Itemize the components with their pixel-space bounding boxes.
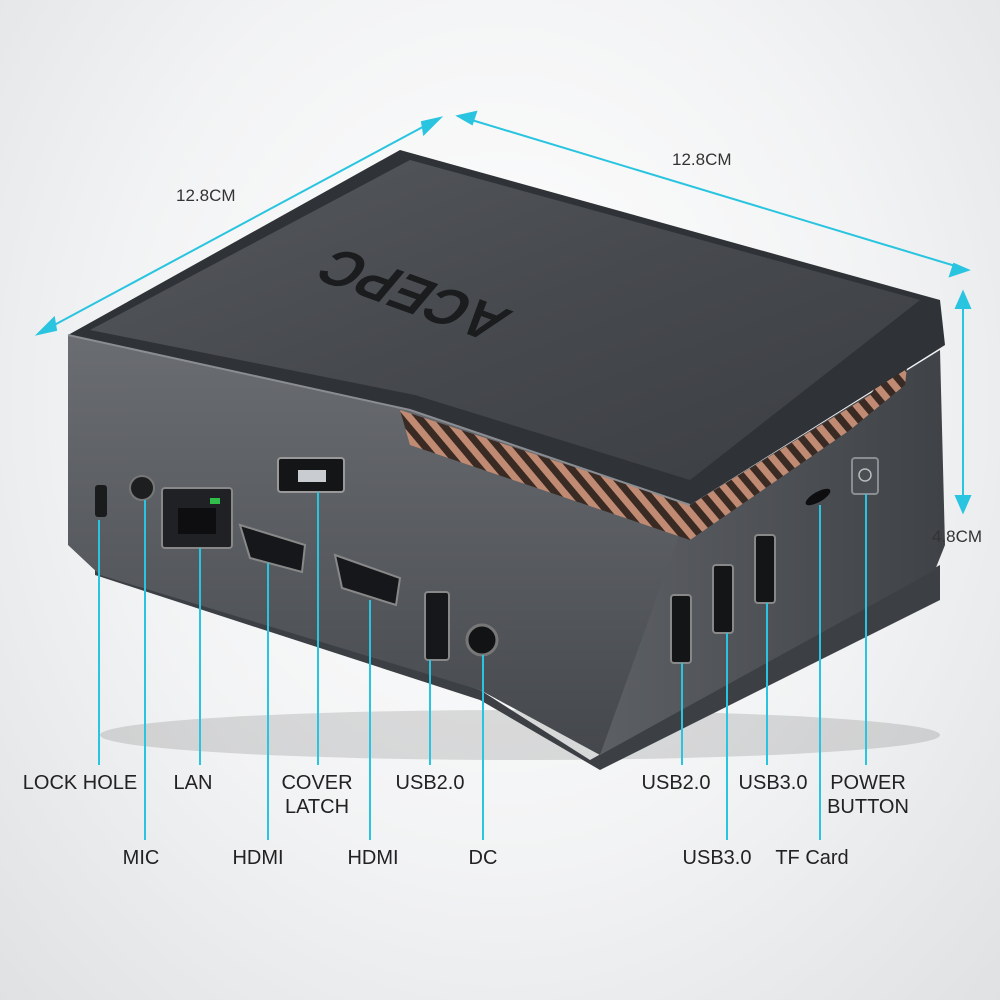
width-dimension-label: 12.8CM (176, 186, 236, 205)
height-dimension-label: 4.8CM (932, 527, 983, 546)
label-lock-hole: LOCK HOLE (22, 772, 138, 794)
lan-led (210, 498, 220, 504)
case-front-face (68, 335, 690, 755)
label-usb30-side-a: USB3.0 (682, 847, 752, 869)
hdmi-2-port (238, 523, 307, 574)
lan-port-socket (178, 508, 216, 534)
heatsink-side (690, 340, 910, 540)
case-edge-highlight (67, 334, 691, 506)
label-usb30-side-b: USB3.0 (738, 772, 808, 794)
dc-jack (465, 623, 499, 657)
lock-hole-port (95, 485, 107, 517)
label-power-button-line1: POWER (830, 772, 906, 794)
label-cover-latch-line2: LATCH (284, 796, 350, 818)
label-dc: DC (468, 847, 498, 869)
case-base (95, 560, 940, 770)
usb30-side-port-a (712, 564, 734, 634)
usb20-side-port (670, 594, 692, 664)
usb30-side-port-b (754, 534, 776, 604)
label-mic: MIC (122, 847, 160, 869)
label-hdmi-1: HDMI (347, 847, 399, 869)
leader-lines (98, 492, 867, 840)
label-power-button: POWER BUTTON (827, 771, 909, 819)
power-icon (858, 468, 872, 482)
heatsink-front (400, 410, 690, 540)
width-arrow-left (34, 315, 58, 336)
label-usb20-side: USB2.0 (641, 772, 711, 794)
depth-dimension-line (464, 117, 963, 269)
depth-arrow-left (455, 110, 478, 126)
depth-dimension-label: 12.8CM (672, 150, 732, 169)
label-usb20-front: USB2.0 (395, 772, 465, 794)
label-lan: LAN (173, 772, 213, 794)
width-dimension-line (44, 121, 433, 331)
depth-arrow-right (948, 262, 971, 278)
power-button (851, 457, 879, 495)
case-shadow (100, 710, 940, 760)
label-cover-latch: COVER LATCH (281, 771, 352, 819)
label-hdmi-2: HDMI (232, 847, 284, 869)
case-top-lid (90, 160, 920, 480)
label-power-button-line2: BUTTON (827, 796, 909, 818)
width-arrow-right (420, 116, 444, 137)
hdmi-1-port (333, 553, 402, 607)
label-cover-latch-line1: COVER (281, 772, 353, 794)
cover-latch-slider (298, 470, 326, 482)
height-arrow-bottom (954, 495, 972, 515)
dimension-arrows (34, 110, 972, 515)
label-tf-card: TF Card (775, 847, 849, 869)
usb20-front-port (424, 591, 450, 661)
tf-card-slot (805, 488, 831, 506)
mic-jack (129, 475, 155, 501)
height-arrow-top (954, 289, 972, 309)
